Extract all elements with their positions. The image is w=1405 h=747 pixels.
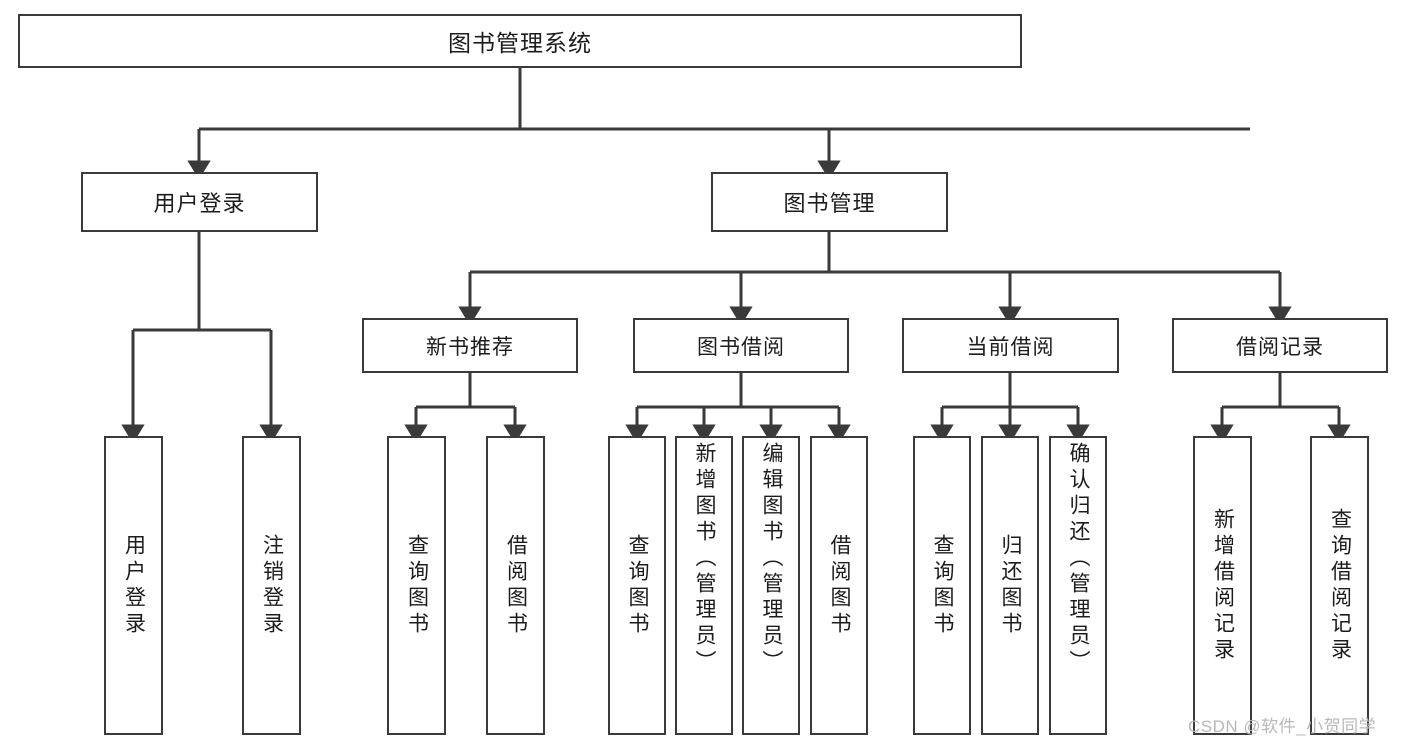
- leaf-current-borrow-0[interactable]: 查询图书: [913, 436, 971, 735]
- leaf-book-borrow-2-label: 编辑图书（管理员）: [760, 442, 784, 676]
- node-user-login-label: 用户登录: [153, 191, 246, 216]
- leaf-book-borrow-1[interactable]: 新增图书（管理员）: [675, 436, 733, 735]
- node-new-book-rec-label: 新书推荐: [426, 335, 514, 359]
- leaf-borrow-record-1-label: 查询借阅记录: [1328, 507, 1352, 664]
- node-book-manage[interactable]: 图书管理: [711, 172, 948, 232]
- leaf-book-borrow-0[interactable]: 查询图书: [608, 436, 666, 735]
- node-borrow-record[interactable]: 借阅记录: [1172, 318, 1388, 373]
- leaf-current-borrow-1[interactable]: 归还图书: [981, 436, 1039, 735]
- node-book-manage-label: 图书管理: [783, 191, 876, 216]
- leaf-current-borrow-2[interactable]: 确认归还（管理员）: [1049, 436, 1107, 735]
- node-root-label: 图书管理系统: [448, 30, 592, 56]
- leaf-borrow-record-0[interactable]: 新增借阅记录: [1193, 436, 1252, 735]
- node-book-borrow-label: 图书借阅: [697, 335, 785, 359]
- csdn-watermark: CSDN @软件_小贺同学: [1188, 717, 1377, 736]
- leaf-user-login-1[interactable]: 注销登录: [242, 436, 301, 735]
- leaf-user-login-0[interactable]: 用户登录: [104, 436, 163, 735]
- leaf-new-book-rec-1[interactable]: 借阅图书: [486, 436, 545, 735]
- leaf-borrow-record-1[interactable]: 查询借阅记录: [1310, 436, 1369, 735]
- node-user-login[interactable]: 用户登录: [81, 172, 318, 232]
- leaf-current-borrow-0-label: 查询图书: [931, 533, 955, 638]
- leaf-book-borrow-3-label: 借阅图书: [828, 533, 852, 638]
- node-current-borrow-label: 当前借阅: [966, 335, 1055, 359]
- leaf-new-book-rec-0[interactable]: 查询图书: [387, 436, 446, 735]
- leaf-book-borrow-2[interactable]: 编辑图书（管理员）: [742, 436, 800, 735]
- leaf-new-book-rec-1-label: 借阅图书: [504, 533, 528, 638]
- node-root[interactable]: 图书管理系统: [18, 14, 1022, 68]
- leaf-book-borrow-1-label: 新增图书（管理员）: [693, 442, 717, 676]
- leaf-user-login-0-label: 用户登录: [122, 533, 146, 638]
- leaf-current-borrow-2-label: 确认归还（管理员）: [1067, 442, 1091, 676]
- leaf-book-borrow-3[interactable]: 借阅图书: [810, 436, 868, 735]
- leaf-user-login-1-label: 注销登录: [260, 533, 284, 638]
- leaf-current-borrow-1-label: 归还图书: [999, 533, 1023, 638]
- node-new-book-rec[interactable]: 新书推荐: [362, 318, 578, 373]
- leaf-new-book-rec-0-label: 查询图书: [405, 533, 429, 638]
- node-book-borrow[interactable]: 图书借阅: [633, 318, 849, 373]
- leaf-borrow-record-0-label: 新增借阅记录: [1211, 507, 1235, 664]
- leaf-book-borrow-0-label: 查询图书: [626, 533, 650, 638]
- node-borrow-record-label: 借阅记录: [1236, 335, 1324, 359]
- node-current-borrow[interactable]: 当前借阅: [902, 318, 1119, 373]
